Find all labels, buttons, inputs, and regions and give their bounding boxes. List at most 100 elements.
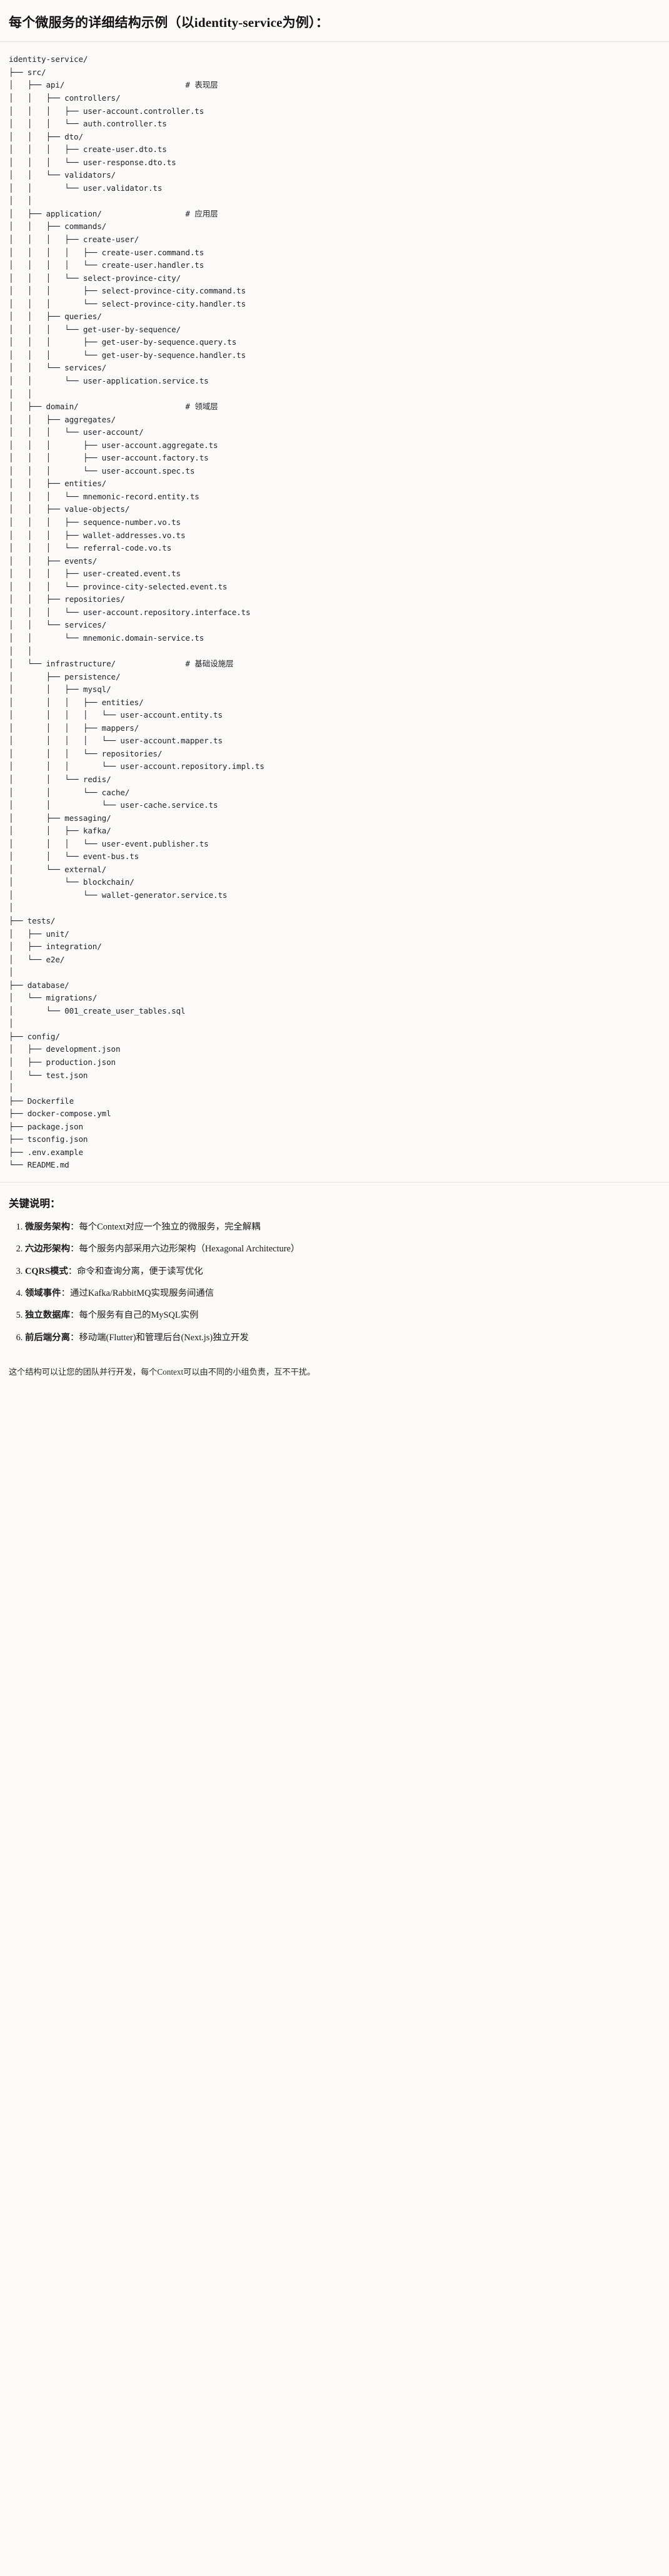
tree-line: │ │ └── cache/: [9, 787, 130, 797]
tree-line: │ │ │ ├── user-account.factory.ts: [9, 453, 209, 463]
tree-line: ├── tests/: [9, 915, 56, 925]
tree-line: │ └── wallet-generator.service.ts: [9, 890, 228, 900]
key-note-item: CQRS模式：命令和查询分离，便于读写优化: [25, 1265, 660, 1278]
tree-line: ├── database/: [9, 980, 69, 990]
key-note-text: ：每个服务内部采用六边形架构（Hexagonal Architecture）: [69, 1244, 300, 1255]
tree-line: │ │ ├── mysql/: [9, 685, 111, 695]
key-note-item: 微服务架构：每个Context对应一个独立的微服务，完全解耦: [25, 1220, 660, 1234]
key-note-label: 前后端分离: [25, 1332, 70, 1343]
tree-line: │ │ ├── dto/: [9, 131, 83, 141]
tree-line: │ │ │ ├── user-account.controller.ts: [9, 106, 204, 116]
directory-tree-section: identity-service/ ├── src/ │ ├── api/ # …: [0, 42, 669, 1183]
key-note-text: ：每个服务有自己的MySQL实例: [69, 1310, 199, 1321]
tree-line: └── README.md: [9, 1160, 69, 1170]
key-notes-list: 微服务架构：每个Context对应一个独立的微服务，完全解耦六边形架构：每个服务…: [9, 1220, 660, 1345]
tree-line: │ └── blockchain/: [9, 877, 134, 887]
tree-line: │ │ └── services/: [9, 620, 107, 630]
tree-line: │ │ └── user-application.service.ts: [9, 376, 209, 386]
tree-line: │ │ │ └── mnemonic-record.entity.ts: [9, 491, 199, 501]
tree-line: │ │ └── mnemonic.domain-service.ts: [9, 633, 204, 643]
tree-line: │ │ │ └── get-user-by-sequence.handler.t…: [9, 350, 246, 360]
tree-line: │ │ ├── controllers/: [9, 93, 121, 103]
tree-line: │ ├── production.json: [9, 1057, 116, 1067]
tree-line: │ │ │ ├── mappers/: [9, 723, 139, 733]
tree-line: │ │: [9, 196, 33, 206]
tree-line: │ │ ├── commands/: [9, 221, 107, 232]
tree-line: │ │ │ └── auth.controller.ts: [9, 119, 167, 129]
directory-tree-code: identity-service/ ├── src/ │ ├── api/ # …: [9, 53, 660, 1172]
key-notes-title: 关键说明：: [9, 1197, 61, 1209]
tree-line: │ │ └── services/: [9, 363, 107, 373]
tree-line: │ │ │ ├── select-province-city.command.t…: [9, 286, 246, 296]
tree-line: ├── package.json: [9, 1121, 83, 1131]
tree-line: │ │ │ ├── get-user-by-sequence.query.ts: [9, 337, 237, 347]
tree-line: │ │ │ └── user-response.dto.ts: [9, 157, 176, 167]
key-note-label: 独立数据库: [25, 1310, 70, 1321]
tree-line: │ │: [9, 389, 33, 399]
key-notes-section: 关键说明： 微服务架构：每个Context对应一个独立的微服务，完全解耦六边形架…: [0, 1182, 669, 1359]
page-title: 每个微服务的详细结构示例（以identity-service为例）：: [9, 15, 329, 30]
tree-line: │ │ ├── events/: [9, 556, 98, 566]
tree-line: │ │ │ └── user-account.spec.ts: [9, 466, 195, 476]
key-note-text: ：每个Context对应一个独立的微服务，完全解耦: [69, 1221, 261, 1232]
key-note-item: 六边形架构：每个服务内部采用六边形架构（Hexagonal Architectu…: [25, 1242, 660, 1256]
key-note-item: 前后端分离：移动端(Flutter)和管理后台(Next.js)独立开发: [25, 1331, 660, 1345]
tree-line: │ └── external/: [9, 864, 107, 874]
tree-line: │ │ └── user-cache.service.ts: [9, 800, 218, 810]
tree-line: │ └── infrastructure/ # 基础设施层: [9, 659, 234, 669]
tree-line: │ │ │ │ └── user-account.mapper.ts: [9, 736, 223, 746]
tree-line: │ │: [9, 646, 33, 656]
tree-line: │ └── test.json: [9, 1070, 88, 1080]
tree-line: │ │ │ └── select-province-city/: [9, 273, 181, 283]
tree-line: ├── docker-compose.yml: [9, 1109, 111, 1119]
tree-line: │ │ │ ├── user-created.event.ts: [9, 569, 181, 579]
tree-line: ├── .env.example: [9, 1147, 83, 1157]
key-note-label: 领域事件: [25, 1288, 61, 1298]
tree-line: │ │ │ └── user-account.repository.interf…: [9, 607, 251, 617]
tree-line: │: [9, 1083, 14, 1093]
key-note-label: CQRS模式: [25, 1266, 68, 1276]
tree-line: │ │ │ │ └── user-account.entity.ts: [9, 710, 223, 720]
tree-line: │ │ ├── queries/: [9, 312, 102, 322]
tree-line: identity-service/: [9, 54, 88, 64]
tree-line: │ ├── domain/ # 领域层: [9, 402, 218, 412]
tree-line: │ │ │ ├── create-user/: [9, 235, 139, 244]
tree-line: │ │ └── validators/: [9, 170, 116, 180]
tree-line: │: [9, 967, 14, 977]
tree-line: │ │ │ └── province-city-selected.event.t…: [9, 581, 228, 591]
key-note-item: 领域事件：通过Kafka/RabbitMQ实现服务间通信: [25, 1286, 660, 1300]
tree-line: │ │ │ └── user-account/: [9, 427, 144, 437]
tree-line: │ ├── unit/: [9, 929, 69, 939]
header-section: 每个微服务的详细结构示例（以identity-service为例）：: [0, 0, 669, 43]
key-note-label: 微服务架构: [25, 1221, 70, 1232]
tree-line: │ │ │ ├── sequence-number.vo.ts: [9, 517, 181, 527]
tree-line: │ │ │ ├── wallet-addresses.vo.ts: [9, 530, 186, 540]
tree-line: │: [9, 1019, 14, 1029]
tree-line: │ │ ├── aggregates/: [9, 414, 116, 424]
tree-line: │ ├── integration/: [9, 942, 102, 952]
tree-line: │ │ ├── entities/: [9, 479, 107, 489]
tree-line: │ │ ├── kafka/: [9, 826, 111, 836]
directory-tree: identity-service/ ├── src/ │ ├── api/ # …: [9, 53, 660, 1172]
tree-line: │: [9, 903, 14, 913]
tree-line: ├── config/: [9, 1031, 60, 1041]
tree-line: │ │ │ └── get-user-by-sequence/: [9, 324, 181, 334]
tree-line: │ └── migrations/: [9, 993, 98, 1003]
tree-line: │ │ └── redis/: [9, 774, 111, 784]
tree-line: │ └── e2e/: [9, 954, 65, 964]
tree-line: │ │ │ └── repositories/: [9, 748, 163, 758]
tree-line: ├── Dockerfile: [9, 1096, 74, 1106]
tree-line: │ ├── persistence/: [9, 671, 121, 681]
tree-line: │ │ │ └── user-account.repository.impl.t…: [9, 761, 264, 771]
key-note-label: 六边形架构: [25, 1244, 70, 1255]
tree-line: │ │ │ └── referral-code.vo.ts: [9, 543, 172, 553]
tree-line: │ │ │ ├── user-account.aggregate.ts: [9, 440, 218, 450]
closing-paragraph: 这个结构可以让您的团队并行开发，每个Context可以由不同的小组负责，互不干扰…: [9, 1367, 316, 1377]
key-note-text: ：移动端(Flutter)和管理后台(Next.js)独立开发: [69, 1332, 249, 1343]
tree-line: │ ├── development.json: [9, 1044, 121, 1054]
tree-line: │ │ │ └── user-event.publisher.ts: [9, 838, 209, 848]
tree-line: │ │ │ ├── create-user.dto.ts: [9, 145, 167, 155]
tree-line: ├── src/: [9, 67, 46, 77]
key-note-text: ：命令和查询分离，便于读写优化: [68, 1266, 203, 1276]
key-note-item: 独立数据库：每个服务有自己的MySQL实例: [25, 1308, 660, 1322]
